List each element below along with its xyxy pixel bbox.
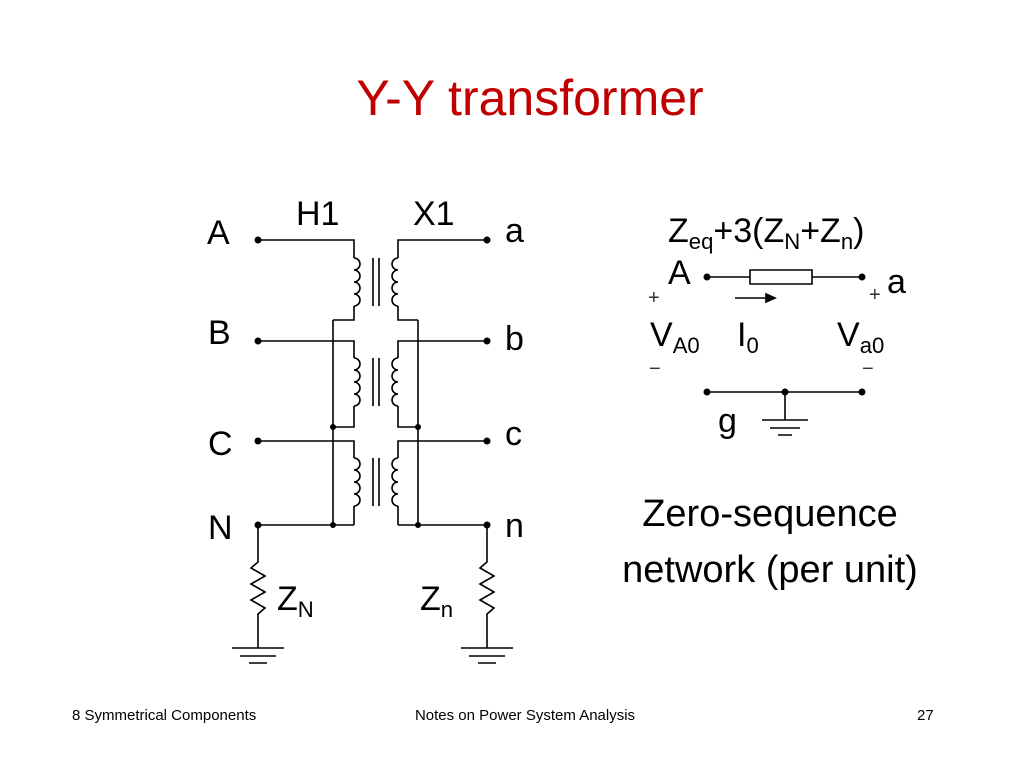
caption-line-2: network (per unit) [622,549,918,591]
minus-sign-right: − [862,358,874,380]
network-node-label-a: a [887,263,906,301]
expr-subscript: n [840,228,854,254]
voltage-subscript: a0 [859,332,885,358]
node-dot-ref-left [703,388,711,396]
expr-part: +Z [800,212,841,250]
terminal-dot-b [483,337,491,345]
wire-primary-2-neutral [333,406,355,428]
terminal-dot-A [254,236,262,244]
network-caption: Zero-sequence network (per unit) [570,486,970,598]
terminal-dot-N [254,521,262,529]
voltage-symbol: V [650,316,673,354]
terminal-dot-n [483,521,491,529]
series-impedance-box [749,269,813,285]
caption-line-1: Zero-sequence [642,493,898,535]
primary-neutral-impedance-label: ZN [277,580,314,620]
terminal-label-N: N [208,509,233,547]
primary-winding-label: H1 [296,195,340,233]
footer-course: Notes on Power System Analysis [414,707,636,724]
expr-part: +3(Z [713,212,785,250]
secondary-neutral-impedance-label: Zn [420,580,453,620]
junction-dot [330,522,336,528]
voltage-symbol: V [837,316,860,354]
wire-b-primary [258,340,355,358]
network-node-label-A: A [668,254,691,292]
primary-coil-2 [353,357,361,407]
terminal-label-a: a [505,212,524,250]
junction-dot [330,424,336,430]
impedance-symbol: Z [420,580,441,618]
secondary-coil-3 [391,457,399,507]
voltage-label-right: Va0 [837,316,884,356]
wire-c-secondary [397,440,487,458]
expr-part: Z [668,212,689,250]
junction-dot [415,522,421,528]
terminal-dot-C [254,437,262,445]
wire-secondary-1-neutral [397,306,418,321]
terminal-label-n: n [505,507,524,545]
impedance-symbol: Z [277,580,298,618]
secondary-coil-2 [391,357,399,407]
core-3 [372,458,380,506]
expr-subscript: N [784,228,801,254]
terminal-label-C: C [208,425,233,463]
current-label: I0 [737,316,759,356]
terminal-label-c: c [505,415,522,453]
expr-subscript: eq [688,228,714,254]
terminal-dot-B [254,337,262,345]
terminal-dot-c [483,437,491,445]
reference-node-label: g [718,402,737,440]
wire-a-secondary [397,239,487,258]
wire-c-primary [258,440,355,458]
primary-coil-1 [353,257,361,307]
secondary-coil-1 [391,257,399,307]
wire-a-primary [258,239,355,258]
plus-sign-left: + [648,287,660,309]
primary-ground-symbol [232,647,284,664]
terminal-label-A: A [207,214,230,252]
terminal-label-B: B [208,314,231,352]
current-subscript: 0 [746,332,759,358]
terminal-label-b: b [505,320,524,358]
slide-title: Y-Y transformer [356,70,704,126]
primary-neutral-resistor [249,525,267,648]
node-dot-ref-right [858,388,866,396]
core-2 [372,358,380,406]
wire-b-secondary [397,340,487,358]
node-dot-ref-mid [781,388,789,396]
expr-part: ) [853,212,865,250]
terminal-dot-a [483,236,491,244]
voltage-subscript: A0 [672,332,700,358]
voltage-label-left: VA0 [650,316,700,356]
node-dot-A [703,273,711,281]
impedance-subscript: N [297,596,314,622]
core-1 [372,258,380,306]
impedance-subscript: n [440,596,454,622]
series-impedance-expression: Zeq+3(ZN+Zn) [668,212,865,252]
wire-primary-1-neutral [333,306,355,321]
plus-sign-right: + [869,284,881,306]
minus-sign-left: − [649,358,661,380]
secondary-ground-symbol [461,647,513,664]
footer-section: 8 Symmetrical Components [72,707,257,724]
current-arrow-head [765,292,777,304]
current-symbol: I [737,316,747,354]
wire-secondary-2-neutral [397,406,418,428]
secondary-winding-label: X1 [413,195,455,233]
node-dot-a [858,273,866,281]
network-ground-symbol [762,419,808,436]
secondary-neutral-resistor [478,525,496,648]
footer-page-number: 27 [917,707,934,724]
primary-coil-3 [353,457,361,507]
junction-dot [415,424,421,430]
